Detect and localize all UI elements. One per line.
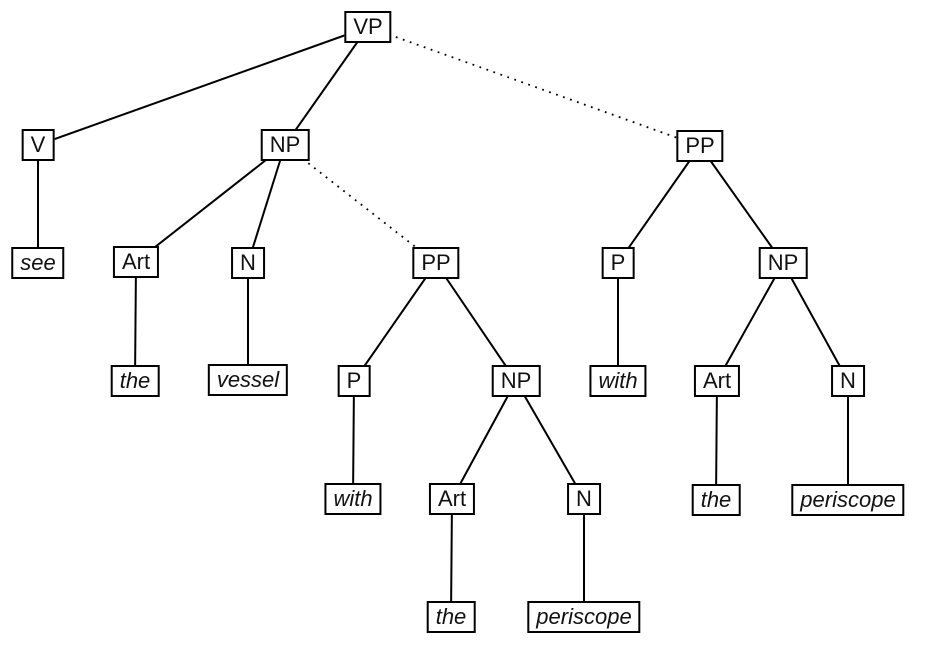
tree-node-periscope-right: periscope <box>791 484 905 516</box>
edge-pp-right-to-p-right <box>617 145 701 264</box>
edge-art-mid-to-the-mid <box>450 498 453 618</box>
tree-node-pp-right: PP <box>676 130 724 162</box>
tree-node-periscope-mid: periscope <box>527 601 641 633</box>
edge-vp-to-pp-right-dotted <box>367 26 701 147</box>
tree-node-p-mid: P <box>337 365 371 397</box>
tree-node-n-right: N <box>831 365 865 397</box>
tree-node-the-obj: the <box>110 365 160 397</box>
tree-node-p-right: P <box>601 247 635 279</box>
tree-node-with-mid: with <box>324 483 382 515</box>
tree-node-vessel: vessel <box>207 364 289 396</box>
edge-np-mid-to-n-mid <box>515 380 585 500</box>
tree-node-pp-mid: PP <box>412 247 460 279</box>
tree-node-see: see <box>11 247 65 279</box>
tree-node-v: V <box>21 129 55 161</box>
tree-node-art-right: Art <box>693 365 741 397</box>
edge-np-obj-to-n-obj <box>247 144 286 264</box>
tree-node-n-mid: N <box>567 483 601 515</box>
edge-np-mid-to-art-mid <box>451 380 517 500</box>
tree-node-np-obj: NP <box>260 129 310 161</box>
edge-art-obj-to-the-obj <box>134 261 137 382</box>
tree-node-n-obj: N <box>231 247 265 279</box>
edge-np-right-to-n-right <box>782 262 849 382</box>
edge-np-right-to-art-right <box>716 262 784 382</box>
edge-p-mid-to-with-mid <box>352 380 355 500</box>
edge-art-right-to-the-right <box>715 380 718 501</box>
edge-pp-mid-to-np-mid <box>435 262 517 382</box>
tree-node-np-right: NP <box>758 247 808 279</box>
tree-node-art-mid: Art <box>428 483 476 515</box>
edge-vp-to-np-obj <box>284 26 369 146</box>
tree-node-the-mid: the <box>426 601 476 633</box>
tree-node-vp: VP <box>344 11 392 43</box>
edge-pp-mid-to-p-mid <box>353 262 437 382</box>
edge-np-obj-to-pp-mid-dotted <box>284 144 437 264</box>
tree-node-art-obj: Art <box>112 246 160 278</box>
tree-node-with-right: with <box>589 365 647 397</box>
edge-vp-to-v <box>37 26 369 146</box>
tree-node-np-mid: NP <box>491 365 541 397</box>
edge-pp-right-to-np-right <box>699 145 784 264</box>
tree-node-the-right: the <box>691 484 741 516</box>
edge-np-obj-to-art-obj <box>135 144 286 263</box>
